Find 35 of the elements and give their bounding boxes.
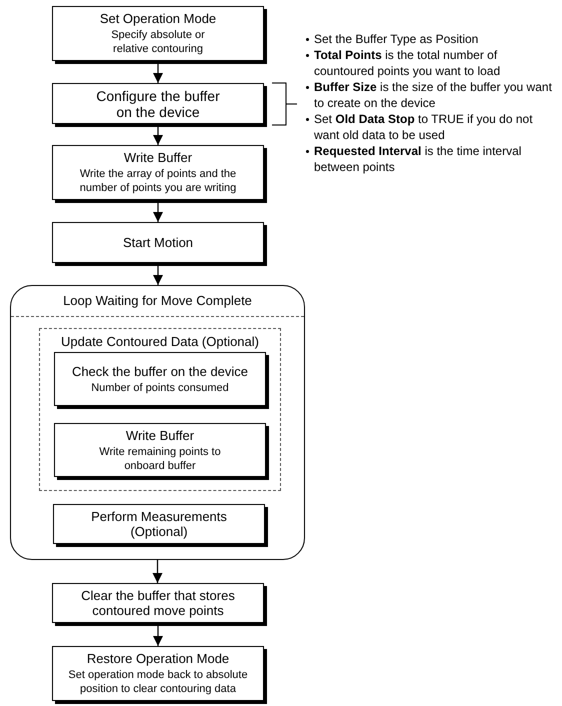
box-description: Number of points consumed	[91, 380, 229, 394]
arrow	[153, 64, 163, 83]
process-box	[52, 583, 264, 623]
note-text: Set the Buffer Type as Position	[314, 31, 478, 47]
process-box	[54, 423, 266, 477]
note-text: Requested Interval is the time interval between points	[314, 143, 522, 175]
arrow	[152, 560, 162, 583]
box-title: Perform Measurements (Optional)	[90, 509, 228, 539]
box-description: Write remaining points to onboard buffer	[98, 444, 222, 472]
box-description: Specify absolute or relative contouring	[110, 28, 206, 56]
box-title: Configure the buffer on the device	[95, 88, 221, 120]
arrow	[153, 203, 163, 222]
process-box	[52, 145, 264, 200]
box-title: Check the buffer on the device	[72, 364, 248, 378]
process-box	[52, 222, 264, 263]
box-title: Write Buffer	[126, 428, 194, 442]
process-box	[53, 504, 265, 544]
process-box	[52, 646, 264, 701]
dashed-group-box	[39, 328, 281, 491]
loop-title: Loop Waiting for Move Complete	[63, 292, 252, 310]
box-description: Write the array of points and the number of points you are writing	[78, 167, 238, 195]
process-box	[52, 6, 264, 61]
loop-container	[10, 285, 305, 560]
box-title: Clear the buffer that stores contoured move points	[80, 588, 236, 618]
box-title: Restore Operation Mode	[86, 651, 230, 666]
box-title: Write Buffer	[124, 150, 192, 165]
box-title: Start Motion	[122, 235, 194, 250]
box-description: Set operation mode back to absolute position to clear contouring data	[67, 668, 249, 696]
arrow	[153, 266, 163, 285]
arrow	[153, 127, 163, 145]
arrow	[153, 626, 163, 646]
box-title: Set Operation Mode	[100, 11, 216, 26]
process-box	[52, 83, 264, 124]
group-title: Update Contoured Data (Optional)	[60, 333, 259, 351]
process-box	[54, 352, 266, 406]
